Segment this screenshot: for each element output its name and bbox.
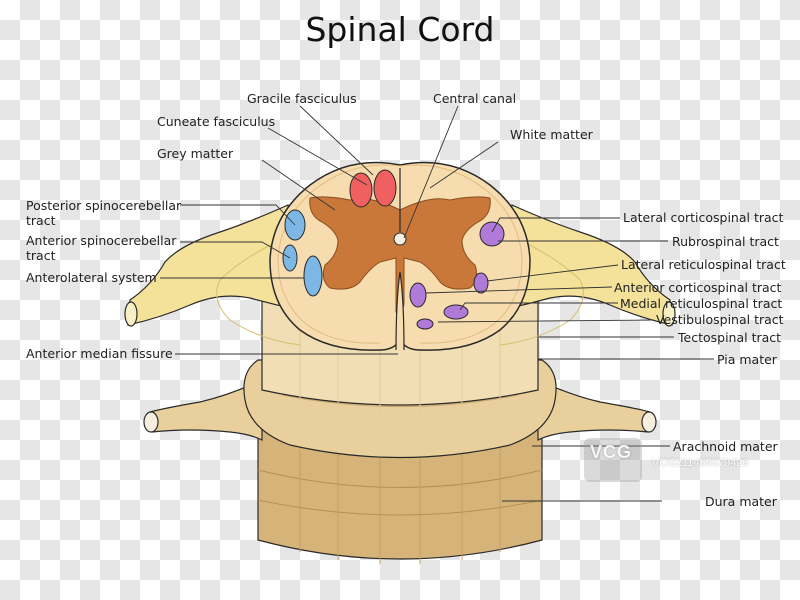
label-tectospinal: Tectospinal tract [678, 330, 782, 345]
label-lateral-corticospinal: Lateral corticospinal tract [623, 210, 784, 225]
motor-tracts-shape [409, 221, 505, 330]
spinocerebellar-tracts-shape [282, 209, 323, 297]
label-anterior-spinocerebellar-line1: Anterior spinocerebellar [26, 233, 177, 248]
anterior-median-fissure-shape [395, 271, 405, 351]
dura-mater-shape [257, 429, 543, 564]
watermark-logo: VCG [590, 442, 633, 462]
lower-nerve-roots [143, 379, 657, 441]
watermark: VCG VCG211489379426 [584, 436, 794, 486]
label-lateral-reticulospinal: Lateral reticulospinal tract [621, 257, 786, 272]
label-rubrospinal: Rubrospinal tract [672, 234, 779, 249]
label-anterolateral-system: Anterolateral system [26, 270, 157, 285]
upper-nerves [124, 204, 676, 346]
label-posterior-spinocerebellar-line2: tract [26, 213, 56, 228]
label-gracile-fasciculus: Gracile fasciculus [247, 91, 357, 106]
label-vestibulospinal: Vestibulospinal tract [656, 312, 784, 327]
leader-lines [160, 105, 714, 502]
label-anterior-corticospinal: Anterior corticospinal tract [614, 280, 782, 295]
watermark-logo-badge [584, 438, 642, 482]
label-cuneate-fasciculus: Cuneate fasciculus [157, 114, 276, 129]
label-grey-matter: Grey matter [157, 146, 234, 161]
watermark-code: VCG211489379426 [652, 457, 749, 469]
label-anterior-median-fissure: Anterior median fissure [26, 346, 173, 361]
label-arachnoid-mater: Arachnoid mater [673, 439, 778, 454]
gracile-fasciculus-shape [349, 169, 397, 208]
grey-matter-shape [309, 196, 491, 313]
label-white-matter: White matter [510, 127, 593, 142]
label-posterior-spinocerebellar-line1: Posterior spinocerebellar [26, 198, 182, 213]
label-dura-mater: Dura mater [705, 494, 777, 509]
label-central-canal: Central canal [433, 91, 517, 106]
label-anterior-spinocerebellar-line2: tract [26, 248, 56, 263]
label-pia-mater: Pia mater [717, 352, 777, 367]
label-medial-reticulospinal: Medial reticulospinal tract [620, 296, 783, 311]
diagram-title: Spinal Cord [305, 10, 495, 49]
